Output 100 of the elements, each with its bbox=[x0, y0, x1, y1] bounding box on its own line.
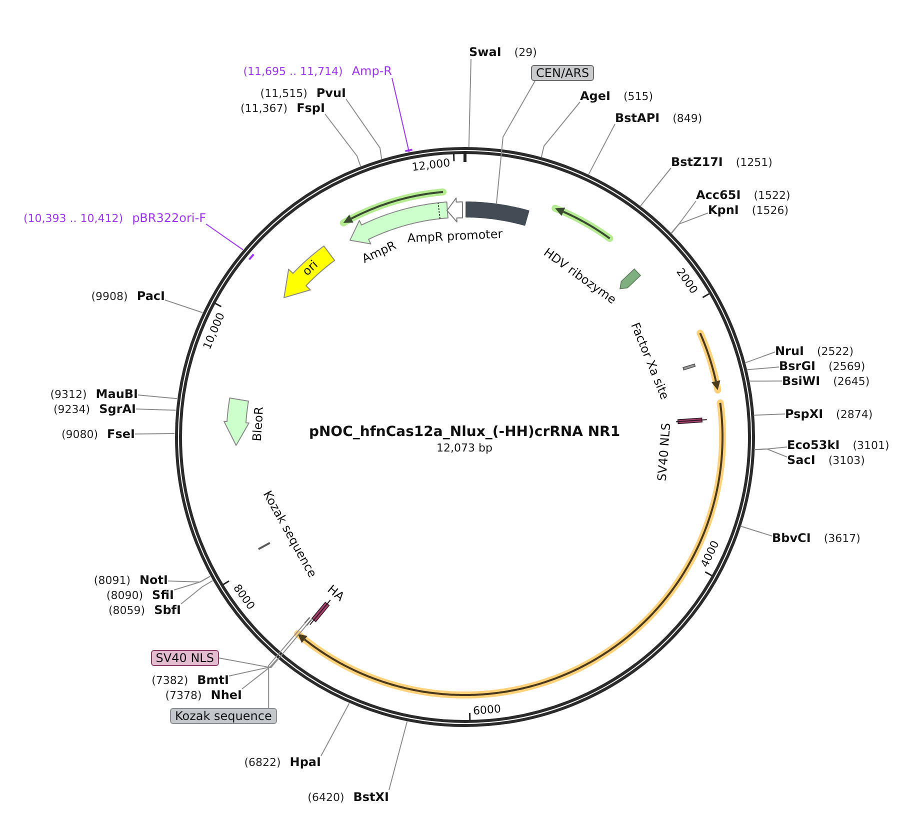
cut-site-position: (9234) bbox=[54, 402, 90, 416]
leader-line bbox=[496, 80, 536, 205]
enzyme-name: BmtI bbox=[197, 673, 229, 687]
primer-position: (11,695 .. 11,714) bbox=[243, 64, 343, 78]
scale-label: 12,000 bbox=[411, 157, 451, 173]
leader-line bbox=[540, 102, 580, 158]
cut-site-position: (1251) bbox=[736, 156, 772, 168]
enzyme-name: BsiWI bbox=[782, 374, 820, 388]
enzyme-name: AgeI bbox=[580, 89, 610, 103]
leader-line bbox=[754, 448, 788, 458]
cut-site-position: (29) bbox=[514, 46, 537, 58]
plasmid-length: 12,073 bp bbox=[436, 442, 492, 454]
enzyme-name: PvuI bbox=[316, 86, 346, 100]
scale-label: 4000 bbox=[699, 539, 721, 570]
cut-site-position: (3103) bbox=[828, 454, 865, 466]
leader-line bbox=[753, 414, 786, 416]
leader-line bbox=[136, 408, 176, 411]
feature-callout: Kozak sequence bbox=[170, 708, 277, 724]
feature-mark bbox=[674, 416, 709, 426]
enzyme-name: KpnI bbox=[708, 203, 739, 217]
cut-site-position: (3101) bbox=[852, 438, 890, 452]
feature-callout: SV40 NLS bbox=[150, 650, 219, 666]
enzyme-name: Acc65I bbox=[696, 188, 741, 202]
cut-site-position: (8059) bbox=[108, 604, 146, 616]
leader-line bbox=[206, 224, 244, 250]
leader-line bbox=[180, 580, 214, 604]
feature-callout: CEN/ARS bbox=[531, 65, 594, 81]
leader-line bbox=[242, 658, 278, 690]
feature-bar bbox=[464, 200, 530, 228]
feature-label: BleoR bbox=[250, 406, 266, 442]
feature-label: ori bbox=[299, 258, 320, 279]
feature-block bbox=[222, 396, 250, 447]
cut-site-position: (9908) bbox=[91, 290, 128, 302]
primer-position: (10,393 .. 10,412) bbox=[24, 212, 124, 224]
cut-site-position: (9312) bbox=[50, 388, 87, 400]
cut-site-position: (515) bbox=[623, 90, 654, 102]
feature-label: AmpR promoter bbox=[407, 226, 503, 246]
enzyme-name: BbvCI bbox=[772, 531, 811, 545]
leader-line bbox=[748, 380, 782, 382]
cut-site-position: (9080) bbox=[61, 428, 98, 440]
feature-label: SV40 NLS bbox=[654, 422, 674, 482]
feature-label: Factor Xa site bbox=[628, 321, 672, 402]
enzyme-name: FseI bbox=[107, 427, 135, 441]
enzyme-name: BsrGI bbox=[779, 359, 816, 373]
cut-site-position: (2522) bbox=[816, 344, 854, 358]
enzyme-name: Eco53kI bbox=[787, 438, 840, 452]
leader-line bbox=[320, 702, 350, 756]
leader-line bbox=[138, 394, 178, 400]
enzyme-name: BstZ17I bbox=[671, 155, 723, 169]
enzyme-name: SfiI bbox=[152, 588, 174, 602]
cut-site-position: (8091) bbox=[94, 574, 130, 586]
enzyme-name: NheI bbox=[210, 688, 242, 702]
cut-site-position: (8090) bbox=[106, 588, 143, 602]
leader-line bbox=[468, 58, 472, 148]
cut-site-position: (2569) bbox=[828, 360, 866, 372]
leader-line bbox=[218, 624, 307, 668]
primer-name: Amp-R bbox=[352, 64, 392, 78]
cut-site-position: (7382) bbox=[152, 674, 188, 686]
primer-name: pBR322ori-F bbox=[132, 211, 206, 225]
cut-site-position: (1526) bbox=[752, 204, 788, 216]
enzyme-name: NotI bbox=[140, 573, 168, 587]
cut-site-position: (1522) bbox=[754, 188, 790, 202]
leader-line bbox=[392, 78, 410, 153]
cut-site-position: (3617) bbox=[824, 532, 860, 544]
leader-line bbox=[164, 300, 204, 314]
cut-site-position: (11,367) bbox=[240, 102, 288, 114]
leader-line bbox=[588, 124, 616, 176]
feature-block bbox=[282, 244, 336, 300]
feature-mark bbox=[680, 362, 697, 372]
enzyme-name: PacI bbox=[136, 289, 165, 303]
scale-label: 6000 bbox=[472, 703, 502, 717]
enzyme-name: SgrAI bbox=[99, 402, 136, 416]
leader-line bbox=[346, 98, 382, 160]
feature-mark bbox=[256, 540, 272, 552]
leader-line bbox=[740, 526, 772, 536]
leader-line bbox=[670, 200, 696, 234]
cut-site-position: (6822) bbox=[244, 756, 281, 768]
cut-site-position: (849) bbox=[672, 112, 702, 124]
enzyme-name: NruI bbox=[775, 344, 804, 358]
leader-line bbox=[388, 720, 408, 790]
cut-site-position: (2645) bbox=[833, 374, 870, 388]
enzyme-name: SacI bbox=[787, 453, 816, 467]
enzyme-name: HpaI bbox=[290, 755, 321, 769]
feature-block bbox=[618, 267, 643, 291]
leader-line bbox=[268, 623, 305, 708]
enzyme-name: FspI bbox=[296, 101, 325, 115]
leader-line bbox=[174, 576, 211, 590]
enzyme-name: BstXI bbox=[353, 790, 389, 804]
leader-line bbox=[640, 168, 672, 207]
enzyme-name: PspXI bbox=[785, 407, 824, 421]
cut-site-position: (2874) bbox=[836, 408, 873, 420]
leader-line bbox=[746, 366, 780, 370]
leader-line bbox=[134, 432, 176, 434]
leader-line bbox=[744, 352, 776, 364]
plasmid-name: pNOC_hfnCas12a_Nlux_(-HH)crRNA NR1 bbox=[308, 424, 620, 440]
enzyme-name: SwaI bbox=[469, 45, 502, 59]
feature-label: HA bbox=[325, 582, 348, 604]
enzyme-name: BstAPI bbox=[615, 111, 660, 125]
cut-site-position: (6420) bbox=[308, 790, 344, 804]
leader-line bbox=[670, 212, 708, 234]
